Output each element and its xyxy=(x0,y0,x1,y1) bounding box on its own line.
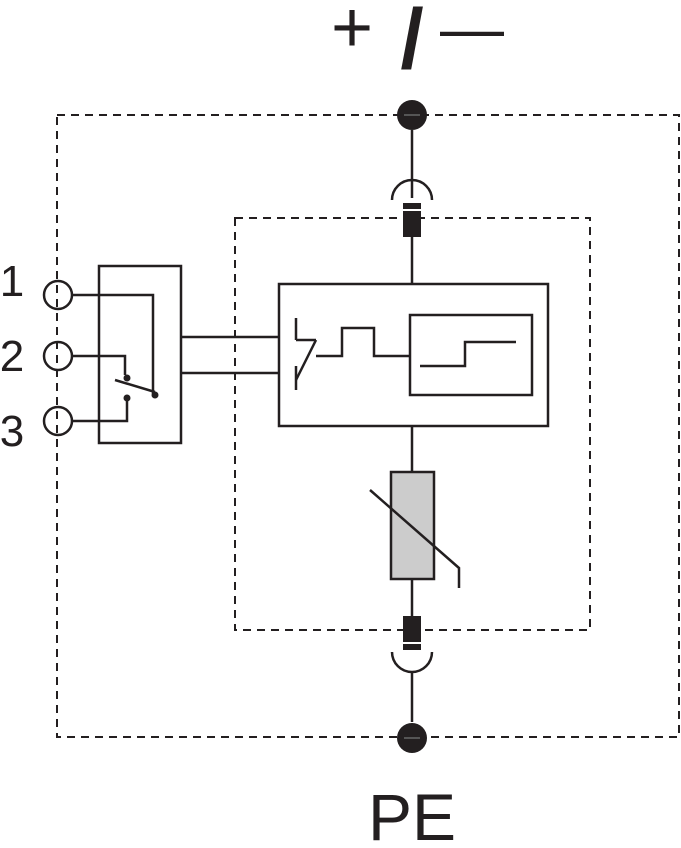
disconnect-indicator-icon xyxy=(294,313,534,397)
outer-enclosure xyxy=(56,114,680,738)
changeover-contact-icon xyxy=(72,293,159,423)
terminal-2-label: 2 xyxy=(0,332,24,381)
bottom-terminal xyxy=(397,723,427,753)
slash-symbol: / xyxy=(400,0,423,86)
plus-symbol: + xyxy=(331,0,373,68)
pe-label: PE xyxy=(368,780,456,848)
varistor-icon xyxy=(369,470,461,588)
polarity-symbols: + / — xyxy=(331,0,504,86)
terminal-3-label: 3 xyxy=(0,407,24,456)
top-terminal xyxy=(397,100,427,130)
thermal-disconnector-icon xyxy=(390,616,434,674)
thermal-disconnector-icon xyxy=(390,178,434,237)
disconnect-indicator-box xyxy=(277,282,550,428)
minus-symbol: — xyxy=(440,0,504,64)
remote-contact-box xyxy=(97,264,183,445)
terminal-1-label: 1 xyxy=(0,257,24,306)
